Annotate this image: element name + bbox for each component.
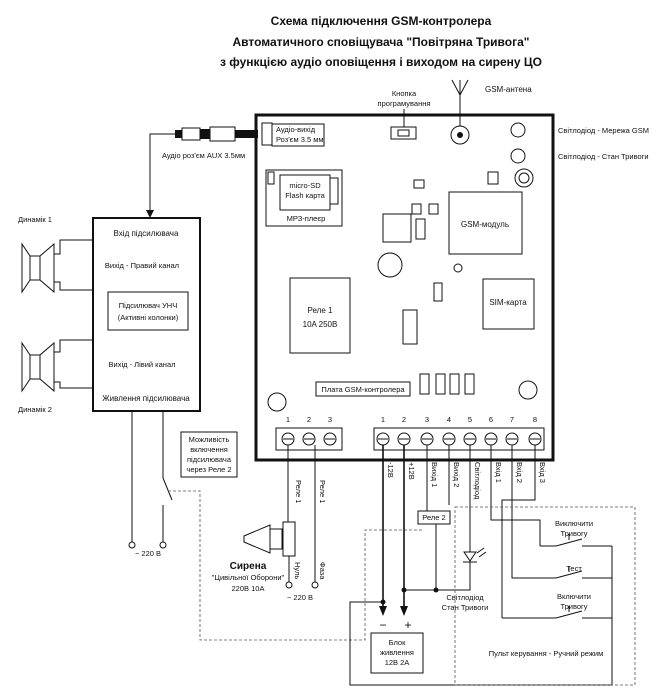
button-alarm-on[interactable] [502,606,612,619]
title-line-1: Схема підключення GSM-контролера [271,14,492,28]
amp-input-label: Вхід підсилювача [114,229,179,238]
right-wire-label-8: Вхід 3 [538,462,547,483]
led-diode-icon [463,547,487,563]
left-wire-label-2: Реле 1 [318,480,327,503]
led-state-label-2: Стан Тривоги [442,603,489,612]
mains-220-left-label: ~ 220 В [135,549,161,558]
right-terminal-num-6: 6 [489,415,493,424]
led-state-label-1: Світлодіод [446,593,484,602]
aux-label: Аудіо роз'єм AUX 3.5мм [162,151,245,160]
right-wire-label-6: Вхід 1 [494,462,503,483]
mp3-label: МРЗ-плеєр [287,214,326,223]
right-wire-label-3: Вихід 1 [430,462,439,487]
relay-label-2: 10A 250B [303,320,338,329]
left-terminal-num-2: 2 [307,415,311,424]
right-terminal-num-1: 1 [381,415,385,424]
amp-switch-note-1: Можливість [189,435,230,444]
amp-out-left-label: Вихід - Лівий канал [109,360,176,369]
led-alarm-label: Світлодіод - Стан Тривоги [558,152,649,161]
left-terminal-num-1: 1 [286,415,290,424]
left-terminal-num-3: 3 [328,415,332,424]
right-wire-label-4: Вихід 2 [452,462,461,487]
siren-rating: 220В 10А [232,584,265,593]
speaker-2-label: Динамік 2 [18,405,52,414]
gsm-module-label: GSM-модуль [461,220,509,229]
led-gsm-icon [510,122,526,138]
remote-panel [454,506,636,686]
btn-on-label-2: Тривогу [560,529,587,538]
audio-out-label-1: Аудіо-вихід [276,125,316,134]
phase-label: Фаза [318,562,327,580]
right-wire-label-5: Світлодіод [473,462,482,500]
prog-button-label-2: програмування [378,99,431,108]
remote-label: Пульт керування - Ручний режим [489,649,604,658]
relay-2-box [417,510,451,525]
psu-minus: − [379,618,386,632]
speaker-1-icon [21,242,55,294]
gsm-module [448,191,523,255]
aux-jack-plug-icon [175,126,258,142]
right-terminal-block: 1 2 3 4 5 6 7 8 [373,415,545,451]
mp3-player-block [265,169,343,227]
amp-power-label: Живлення підсилювача [102,394,190,403]
button-test[interactable] [522,566,612,579]
speaker-2-icon [21,341,55,393]
siren-title: Сирена [230,561,267,572]
sim-label: SIM-карта [489,298,527,307]
right-terminal-num-2: 2 [402,415,406,424]
right-terminal-num-7: 7 [510,415,514,424]
relay-label-1: Реле 1 [308,306,334,315]
neutral-label: Нуль [293,562,302,579]
board-label: Плата GSM-контролера [321,385,405,394]
antenna-icon [450,79,470,145]
sim-card-slot [482,278,535,330]
btn-off-label-1: Включити [557,592,591,601]
relay-1 [289,277,351,354]
right-wire-label-2: +12В [407,462,416,480]
amp-out-right-label: Вихід - Правий канал [105,261,179,270]
amp-switch-note-box [180,431,238,478]
btn-test-label: Тест [566,564,582,573]
left-wire-label-1: Реле 1 [294,480,303,503]
relay-2-label: Реле 2 [422,513,445,522]
sd-label-1: micro-SD [289,181,321,190]
siren-sub: "Цивільної Оборони" [212,573,285,582]
btn-on-label-1: Виключити [555,519,593,528]
right-terminal-num-5: 5 [468,415,472,424]
mains-220-siren-label: ~ 220 В [287,593,313,602]
amp-switch-note-3: підсилювача [187,455,232,464]
siren-icon [243,521,296,557]
amp-inner-label-2: (Активні колонки) [118,313,179,322]
psu-label-2: живлення [380,648,414,657]
sd-label-2: Flash карта [285,191,325,200]
button-alarm-off[interactable] [540,534,612,547]
led-gsm-label: Світлодіод - Мережа GSM [558,126,649,135]
title-line-3: з функцією аудіо оповіщення і виходом на… [220,55,542,69]
psu-label-1: Блок [389,638,406,647]
right-terminal-num-8: 8 [533,415,537,424]
right-wire-label-1: -12В [386,462,395,478]
speaker-1-label: Динамік 1 [18,215,52,224]
prog-button-label-1: Кнопка [392,89,417,98]
board-label-box [315,381,411,397]
title-line-2: Автоматичного сповіщувача "Повітряна Три… [233,35,530,49]
led-alarm-icon [510,148,526,164]
amp-switch-note-2: включення [190,445,228,454]
right-terminal-num-3: 3 [425,415,429,424]
antenna-label: GSM-антена [485,85,532,94]
right-terminal-num-4: 4 [447,415,451,424]
btn-off-label-2: Тривогу [560,602,587,611]
amp-inner-label-1: Підсилювач УНЧ [119,301,177,310]
psu-label-3: 12В 2А [385,658,410,667]
left-terminal-block: 1 2 3 [275,415,343,451]
psu-plus: + [404,618,411,632]
audio-out-label-2: Роз'єм 3.5 мм [276,135,324,144]
right-wire-label-7: Вхід 2 [515,462,524,483]
amp-switch-note-4: через Реле 2 [186,465,231,474]
psu-box [370,632,424,674]
